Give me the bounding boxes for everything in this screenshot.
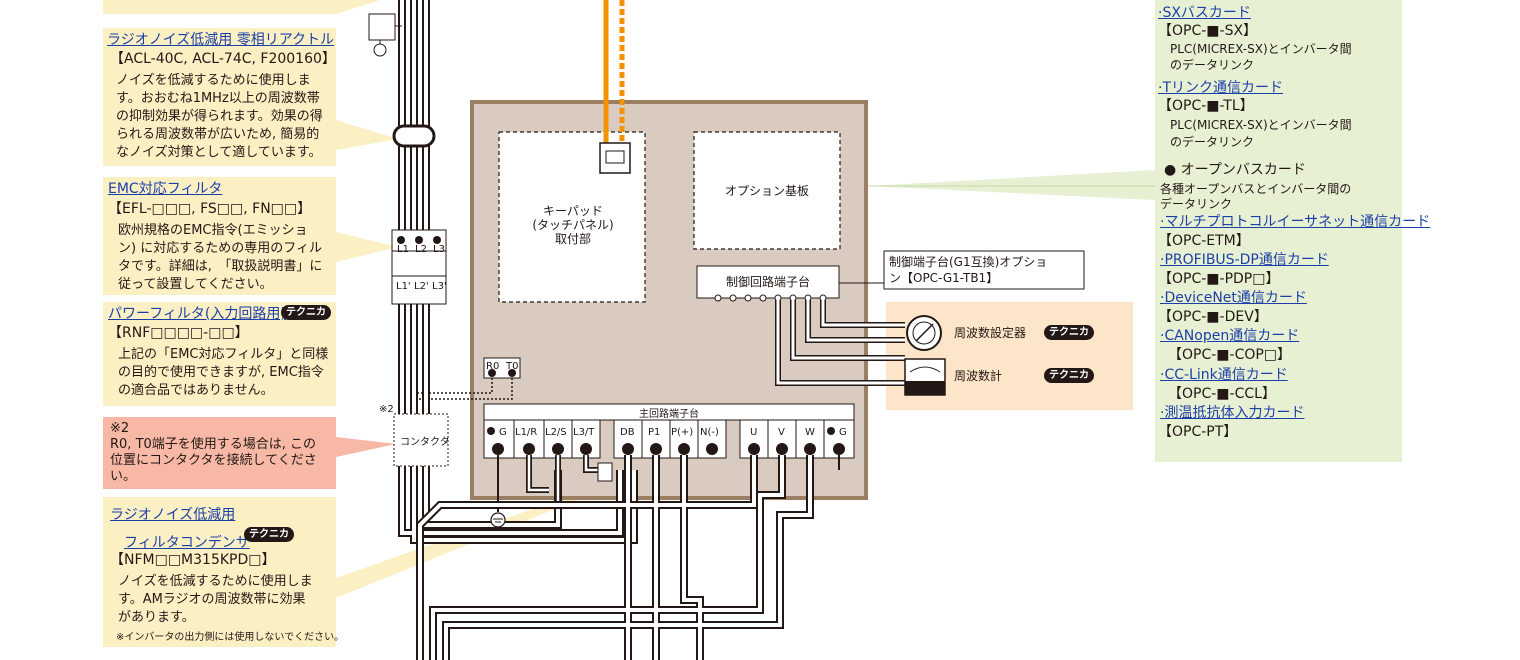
rf-reactor-title[interactable]: ラジオノイズ低減用 零相リアクトル [107, 32, 335, 48]
card-profibus-title[interactable]: ·PROFIBUS-DP通信カード [1160, 252, 1329, 268]
power-filter-desc-2: の目的で使用できますが, EMC指令 [118, 365, 324, 380]
main-terminal-label: 主回路端子台 [639, 409, 699, 420]
note2-mark: ※2 [110, 421, 130, 436]
freq-meter-label: 周波数計 [954, 369, 1003, 383]
capacitor-title-2[interactable]: フィルタコンデンサ [124, 535, 250, 551]
card-profibus-code: 【OPC-■-PDP□】 [1158, 271, 1280, 287]
card-devicenet-title[interactable]: ·DeviceNet通信カード [1160, 290, 1307, 306]
card-cclink-title[interactable]: ·CC-Link通信カード [1160, 367, 1288, 383]
g1-option-label-1: 制御端子台(G1互換)オプショ [889, 255, 1048, 269]
filter-l3: L3 [433, 244, 445, 255]
control-terminal-label: 制御回路端子台 [725, 275, 810, 289]
filter-l1: L1 [397, 244, 409, 255]
card-rtd-title[interactable]: ·測温抵抗体入力カード [1160, 405, 1305, 421]
capacitor-desc-3: があります。 [118, 610, 195, 625]
rf-reactor-desc-3: の抑制効果が得られます。効果の得 [116, 109, 323, 124]
emc-filter-desc-2: ン) に対応するための専用のフィル [118, 241, 322, 256]
contactor-label: コンタクタ [400, 437, 450, 448]
terminal-db: DB [620, 427, 635, 438]
tl-card-code: 【OPC-■-TL】 [1158, 98, 1254, 114]
emc-filter-models: 【EFL-□□□, FS□□, FN□□】 [108, 201, 312, 217]
keypad-label-3: 取付部 [554, 232, 591, 246]
card-ethernet-code: 【OPC-ETM】 [1158, 233, 1250, 249]
card-devicenet-code: 【OPC-■-DEV】 [1158, 309, 1268, 325]
terminal-g-right: G [839, 427, 847, 438]
tl-card-desc-1: PLC(MICREX-SX)とインバータ間 [1170, 118, 1352, 132]
sx-card-code: 【OPC-■-SX】 [1158, 23, 1258, 39]
keypad-label-2: (タッチパネル) [532, 218, 614, 232]
rf-reactor-models: 【ACL-40C, ACL-74C, F200160】 [110, 51, 336, 67]
keypad-label-1: キーパッド [543, 204, 603, 218]
emc-filter-panel [103, 177, 336, 295]
r0-terminal: R0 [486, 361, 500, 372]
open-bus-title: ● オープンバスカード [1164, 162, 1306, 178]
tl-card-title[interactable]: ·Tリンク通信カード [1158, 80, 1284, 96]
note2-desc-1: R0, T0端子を使用する場合は, この [110, 437, 317, 452]
emc-filter-desc-4: 従って設置してください。 [118, 277, 273, 292]
terminal-p1: P1 [648, 427, 661, 438]
option-board-label: オプション基板 [724, 184, 809, 198]
emc-filter-title[interactable]: EMC対応フィルタ [108, 181, 223, 197]
terminal-g-left: G [499, 427, 507, 438]
terminal-n-minus: N(-) [700, 427, 719, 438]
sx-card-desc-1: PLC(MICREX-SX)とインバータ間 [1170, 42, 1352, 56]
filter-l3-out: L3' [432, 281, 447, 292]
capacitor-desc-2: す。AMラジオの周波数帯に効果 [118, 592, 306, 607]
filter-l2-out: L2' [414, 281, 429, 292]
technica-badge-4: テクニカ [1044, 368, 1094, 383]
technica-badge: テクニカ [281, 305, 331, 320]
rf-reactor-desc-5: なノイズ対策として適しています。 [116, 145, 322, 160]
note2-desc-3: い。 [110, 469, 137, 484]
sx-card-title[interactable]: ·SXバスカード [1158, 5, 1251, 21]
technica-badge-3: テクニカ [1044, 325, 1094, 340]
rf-reactor-desc-4: られる周波数帯が広いため, 簡易的 [116, 127, 320, 142]
capacitor-desc-1: ノイズを低減するために使用しま [118, 574, 313, 589]
terminal-u: U [750, 427, 758, 438]
power-filter-desc-3: の適合品ではありません。 [118, 383, 274, 398]
terminal-l3t: L3/T [573, 427, 595, 438]
tl-card-desc-2: のデータリンク [1170, 135, 1255, 149]
terminal-l2s: L2/S [545, 427, 567, 438]
open-bus-desc-1: 各種オープンバスとインバータ間の [1160, 182, 1352, 196]
contactor-mark: ※2 [379, 404, 394, 415]
filter-l1-out: L1' [396, 281, 411, 292]
option-card-panel [1155, 0, 1402, 462]
note2-desc-2: 位置にコンタクタを接続してくださ [110, 453, 317, 468]
terminal-p-plus: P(+) [671, 427, 694, 438]
power-filter-desc-1: 上記の「EMC対応フィルタ」と同様 [118, 347, 329, 362]
filter-l2: L2 [415, 244, 427, 255]
freq-setter-label: 周波数設定器 [954, 326, 1027, 340]
g1-option-label-2: ン【OPC-G1-TB1】 [889, 271, 999, 285]
terminal-v: V [778, 427, 785, 438]
capacitor-footnote: ※インバータの出力側には使用しないでください。 [116, 632, 345, 643]
card-ethernet-title[interactable]: ·マルチプロトコルイーサネット通信カード [1160, 214, 1431, 230]
open-bus-desc-2: データリンク [1160, 197, 1233, 211]
card-canopen-code: 【OPC-■-COP□】 [1168, 347, 1292, 363]
capacitor-panel [103, 497, 336, 647]
power-filter-title[interactable]: パワーフィルタ(入力回路用) [108, 306, 286, 322]
t0-terminal: T0 [506, 361, 519, 372]
emc-filter-desc-1: 欧州規格のEMC指令(エミッショ [118, 223, 308, 238]
top-note-panel [103, 0, 336, 14]
capacitor-title-1[interactable]: ラジオノイズ低減用 [110, 507, 236, 523]
card-rtd-code: 【OPC-PT】 [1158, 424, 1238, 440]
rf-reactor-desc-2: す。おおむね1MHz以上の周波数帯 [116, 91, 320, 106]
emc-filter-desc-3: タです。詳細は, 「取扱説明書」に [118, 259, 323, 274]
technica-badge-2: テクニカ [244, 527, 294, 542]
note2-panel [103, 417, 336, 489]
card-cclink-code: 【OPC-■-CCL】 [1168, 386, 1276, 402]
terminal-w: W [805, 427, 815, 438]
card-canopen-title[interactable]: ·CANopen通信カード [1160, 328, 1300, 344]
sx-card-desc-2: のデータリンク [1170, 58, 1255, 72]
capacitor-models: 【NFM□□M315KPD□】 [110, 552, 276, 568]
terminal-l1r: L1/R [515, 427, 538, 438]
power-filter-models: 【RNF□□□□-□□】 [108, 325, 249, 341]
rf-reactor-desc-1: ノイズを低減するために使用しま [116, 73, 311, 88]
rf-reactor-panel [103, 28, 336, 166]
